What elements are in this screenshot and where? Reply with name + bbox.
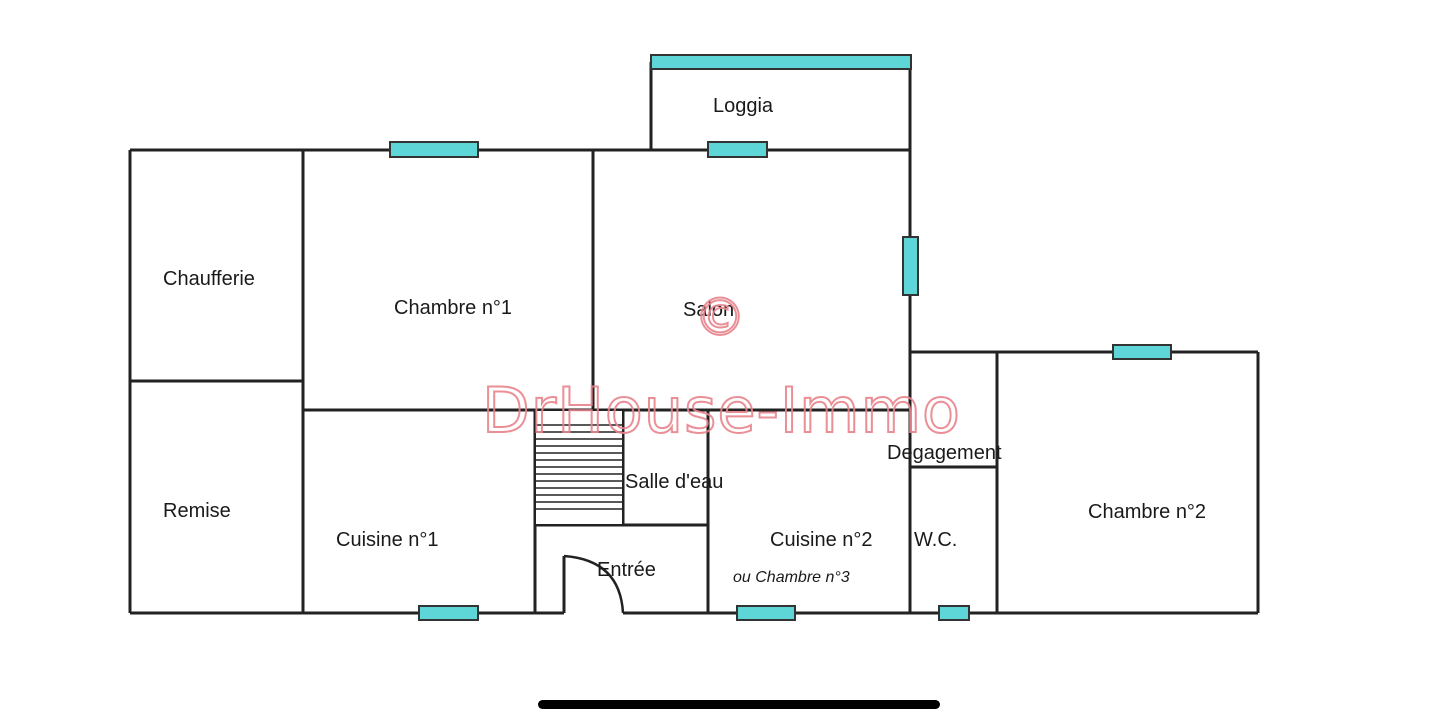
label-cuisine2: Cuisine n°2 bbox=[770, 529, 873, 551]
label-chambre1: Chambre n°1 bbox=[394, 297, 512, 319]
label-loggia: Loggia bbox=[713, 95, 774, 117]
label-salon: Salon bbox=[683, 299, 734, 321]
window-chambre1 bbox=[389, 141, 479, 158]
label-cuisine2-alt: ou Chambre n°3 bbox=[733, 569, 850, 586]
window-wc bbox=[938, 605, 970, 621]
label-remise: Remise bbox=[163, 500, 231, 522]
label-entree: Entrée bbox=[597, 559, 656, 581]
label-cuisine1: Cuisine n°1 bbox=[336, 529, 439, 551]
watermark-copyright-icon: © bbox=[694, 288, 746, 348]
label-degagement: Degagement bbox=[887, 442, 1002, 464]
watermark-text: DrHouse-Immo bbox=[482, 374, 961, 447]
window-chambre2 bbox=[1112, 344, 1172, 360]
home-indicator[interactable] bbox=[538, 700, 940, 709]
room-labels: Loggia Chaufferie Chambre n°1 Salon Remi… bbox=[163, 95, 1206, 586]
entry-door bbox=[562, 554, 625, 616]
window-cuisine2 bbox=[736, 605, 796, 621]
window-salon-right bbox=[902, 236, 919, 296]
staircase bbox=[534, 409, 624, 526]
window-loggia bbox=[650, 54, 912, 70]
watermark: © DrHouse-Immo bbox=[481, 287, 961, 448]
window-cuisine1 bbox=[418, 605, 479, 621]
window-salon-top bbox=[707, 141, 768, 158]
label-wc: W.C. bbox=[914, 529, 957, 551]
label-chambre2: Chambre n°2 bbox=[1088, 501, 1206, 523]
windows bbox=[389, 54, 1172, 621]
label-chaufferie: Chaufferie bbox=[163, 268, 255, 290]
label-salle-eau: Salle d'eau bbox=[625, 471, 723, 493]
